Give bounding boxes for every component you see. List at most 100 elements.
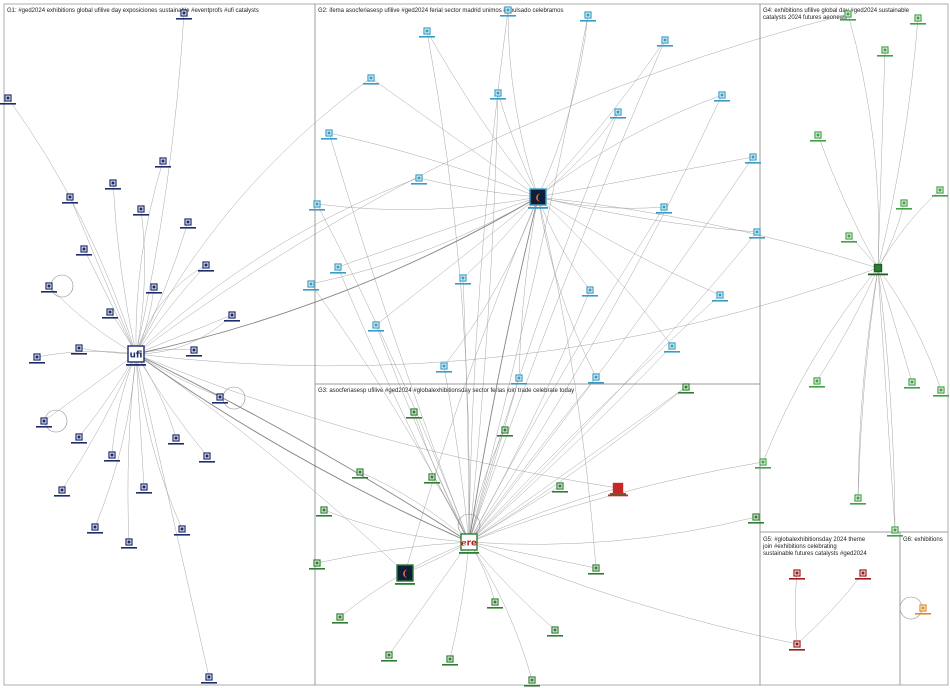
vertex-node[interactable]: [712, 292, 728, 302]
hub-node-g3[interactable]: ℯre: [459, 534, 479, 554]
vertex-node[interactable]: [321, 130, 337, 140]
vertex-node[interactable]: [180, 219, 196, 229]
hub-node-g3-secondary-glyph: ❨: [401, 570, 408, 580]
edge: [136, 354, 209, 677]
vertex-node[interactable]: [363, 75, 379, 85]
vertex-node[interactable]: [0, 95, 16, 105]
vertex-node[interactable]: [104, 452, 120, 462]
vertex-node[interactable]: [511, 375, 527, 385]
vertex-node[interactable]: [524, 677, 540, 687]
vertex-node[interactable]: [455, 275, 471, 285]
vertex-avatar-fill: [187, 221, 190, 224]
vertex-node[interactable]: [910, 15, 926, 25]
vertex-node[interactable]: [102, 309, 118, 319]
hub-node-g3-label-bar: [459, 552, 479, 554]
vertex-node[interactable]: [201, 674, 217, 684]
vertex-node[interactable]: [381, 652, 397, 662]
vertex-node[interactable]: [174, 526, 190, 536]
edge: [469, 378, 519, 542]
vertex-node[interactable]: [309, 560, 325, 570]
vertex-node[interactable]: [656, 204, 672, 214]
vertex-node[interactable]: [789, 641, 805, 651]
vertex-node[interactable]: [168, 435, 184, 445]
vertex-node[interactable]: [497, 427, 513, 437]
vertex-node[interactable]: [29, 354, 45, 364]
vertex-node[interactable]: [146, 284, 162, 294]
vertex-node[interactable]: [547, 627, 563, 637]
vertex-node[interactable]: [199, 453, 215, 463]
vertex-avatar-fill: [175, 437, 178, 440]
vertex-node[interactable]: [588, 374, 604, 384]
vertex-node[interactable]: [877, 47, 893, 57]
vertex-label-bar: [352, 477, 368, 479]
vertex-node[interactable]: [303, 281, 319, 291]
vertex-node[interactable]: [610, 109, 626, 119]
vertex-node[interactable]: [406, 409, 422, 419]
vertex-node[interactable]: [442, 656, 458, 666]
edge: [469, 542, 532, 680]
vertex-node[interactable]: [71, 434, 87, 444]
vertex-node[interactable]: [580, 12, 596, 22]
edge: [519, 197, 538, 378]
vertex-node[interactable]: [749, 229, 765, 239]
vertex-node[interactable]: [657, 37, 673, 47]
vertex-node[interactable]: [41, 283, 57, 293]
vertex-node[interactable]: [332, 614, 348, 624]
vertex-node[interactable]: [121, 539, 137, 549]
vertex-node[interactable]: [309, 201, 325, 211]
vertex-node[interactable]: [62, 194, 78, 204]
vertex-avatar-fill: [755, 516, 758, 519]
vertex-node[interactable]: [748, 514, 764, 524]
vertex-node[interactable]: [487, 599, 503, 609]
vertex-node[interactable]: [71, 345, 87, 355]
vertex-node[interactable]: [368, 322, 384, 332]
vertex-avatar-fill: [589, 289, 592, 292]
vertex-node[interactable]: [582, 287, 598, 297]
edge: [317, 542, 469, 563]
vertex-node[interactable]: [54, 487, 70, 497]
vertex-node[interactable]: [552, 483, 568, 493]
vertex-node[interactable]: [330, 264, 346, 274]
vertex-node[interactable]: [105, 180, 121, 190]
vertex-node[interactable]: [186, 347, 202, 357]
vertex-node[interactable]: [133, 206, 149, 216]
hub-node-ufi[interactable]: ufi: [126, 346, 146, 366]
vertex-node[interactable]: [745, 154, 761, 164]
vertex-node[interactable]: [436, 363, 452, 373]
vertex-node[interactable]: [855, 570, 871, 580]
vertex-node[interactable]: [841, 233, 857, 243]
vertex-node[interactable]: [678, 384, 694, 394]
vertex-label-bar: [582, 295, 598, 297]
vertex-node[interactable]: [810, 132, 826, 142]
edge: [136, 209, 145, 354]
hub-node-g4[interactable]: [868, 265, 888, 276]
vertex-node[interactable]: [224, 312, 240, 322]
vertex-node[interactable]: [136, 484, 152, 494]
vertex-avatar-fill: [504, 429, 507, 432]
hub-node-g3-secondary[interactable]: ❨: [395, 565, 415, 585]
edge: [95, 354, 136, 527]
vertex-node[interactable]: [755, 459, 771, 469]
vertex-node[interactable]: [588, 565, 604, 575]
vertex-label-bar: [368, 330, 384, 332]
vertex-node[interactable]: [850, 495, 866, 505]
vertex-node[interactable]: [352, 469, 368, 479]
vertex-node[interactable]: [904, 379, 920, 389]
vertex-node[interactable]: [915, 605, 931, 615]
vertex-node[interactable]: [933, 387, 949, 397]
vertex-node[interactable]: [419, 28, 435, 38]
vertex-node[interactable]: [896, 200, 912, 210]
vertex-node[interactable]: [316, 507, 332, 517]
vertex-node[interactable]: [87, 524, 103, 534]
vertex-node[interactable]: [76, 246, 92, 256]
edge: [136, 315, 232, 354]
vertex-node[interactable]: [490, 90, 506, 100]
vertex-node[interactable]: [789, 570, 805, 580]
vertex-node[interactable]: [212, 394, 228, 404]
vertex-node[interactable]: [155, 158, 171, 168]
vertex-node[interactable]: [198, 262, 214, 272]
vertex-node[interactable]: [809, 378, 825, 388]
vertex-node[interactable]: [36, 418, 52, 428]
vertex-node[interactable]: [932, 187, 948, 197]
vertex-avatar-fill: [7, 97, 10, 100]
